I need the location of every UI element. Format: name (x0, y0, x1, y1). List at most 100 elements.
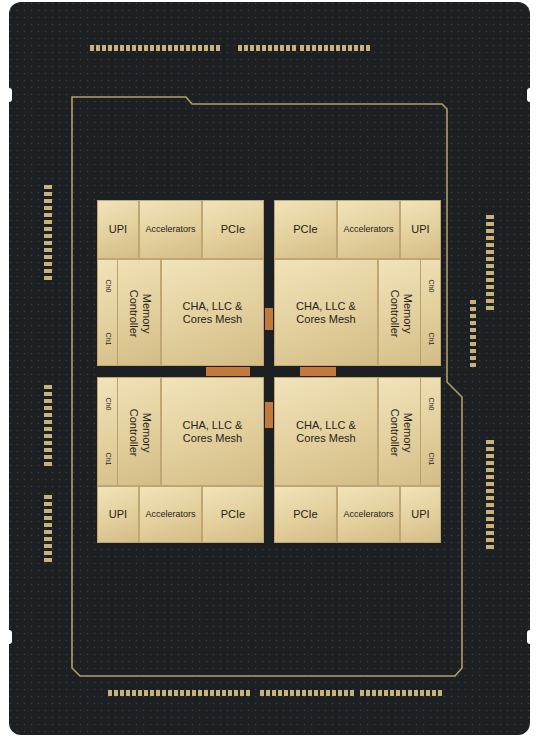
capacitor-pad (132, 690, 136, 696)
mesh-label: CHA, LLC & Cores Mesh (173, 419, 253, 444)
text-holder: UPI (101, 201, 135, 258)
capacitor-pad (144, 690, 148, 696)
capacitor-pad (486, 475, 494, 479)
block-label: UPI (109, 508, 127, 521)
capacitor-pad (222, 690, 226, 696)
capacitor-pad (234, 690, 238, 696)
capacitor-pad (44, 213, 52, 217)
text-holder: CHA, LLC & Cores Mesh (165, 260, 260, 365)
capacitor-pad (44, 413, 52, 417)
memory-controller-label: Memory Controller (388, 281, 413, 345)
text-holder: PCIe (206, 201, 260, 258)
compute-tile (97, 377, 264, 543)
capacitor-pad (470, 300, 476, 304)
capacitor-pad (44, 502, 52, 506)
capacitor-pad (274, 45, 278, 51)
capacitor-pad (470, 307, 476, 311)
text-holder: Accelerators (143, 487, 198, 542)
compute-tile (97, 200, 264, 366)
capacitor-pad (338, 690, 342, 696)
capacitor-pad (44, 509, 52, 513)
capacitor-pad (312, 45, 316, 51)
capacitor-pad (278, 690, 282, 696)
capacitor-pad (284, 690, 288, 696)
capacitor-pad (486, 229, 494, 233)
capacitor-pad (198, 45, 202, 51)
core-mesh-box: CHA, LLC & Cores Mesh (274, 377, 378, 486)
capacitor-pad (44, 234, 52, 238)
capacitor-pad (324, 45, 328, 51)
emib-bridge (265, 402, 273, 428)
capacitor-pad (192, 45, 196, 51)
capacitor-pad (390, 690, 394, 696)
channel-label: Ch1 (427, 324, 435, 354)
capacitor-pad (44, 185, 52, 189)
block-label: PCIe (221, 508, 245, 521)
capacitor-pad (378, 690, 382, 696)
capacitor-pad (44, 199, 52, 203)
capacitor-pad (44, 276, 52, 280)
mesh-label: CHA, LLC & Cores Mesh (286, 300, 366, 325)
channel-strip: Ch0Ch1 (420, 260, 440, 365)
capacitor-pad (192, 690, 196, 696)
capacitor-pad (44, 551, 52, 555)
capacitor-pad (138, 690, 142, 696)
capacitor-pad (44, 269, 52, 273)
package-notch (4, 630, 12, 644)
capacitor-pad (260, 690, 264, 696)
capacitor-pad (262, 45, 266, 51)
capacitor-pad (216, 45, 220, 51)
memory-controller-box: Ch0Ch1Memory Controller (378, 377, 441, 486)
die-area (95, 198, 443, 545)
capacitor-pad (120, 45, 124, 51)
io-block-box: UPI (97, 486, 139, 543)
substrate-texture (9, 2, 530, 735)
capacitor-pad (44, 241, 52, 245)
capacitor-pad (44, 262, 52, 266)
capacitor-pad (486, 468, 494, 472)
text-holder: Accelerators (143, 201, 198, 258)
block-label: UPI (109, 223, 127, 236)
capacitor-pad (470, 321, 476, 325)
capacitor-pad (44, 544, 52, 548)
capacitor-pad (486, 524, 494, 528)
capacitor-pad (244, 45, 248, 51)
capacitor-pad (486, 257, 494, 261)
capacitor-pad (150, 45, 154, 51)
capacitor-pad (44, 530, 52, 534)
capacitor-pad (486, 545, 494, 549)
capacitor-pad (302, 690, 306, 696)
capacitor-pad (44, 192, 52, 196)
capacitor-pad (44, 248, 52, 252)
capacitor-pad (256, 45, 260, 51)
capacitor-pad (296, 690, 300, 696)
channel-label: Ch1 (427, 444, 435, 474)
capacitor-pad (186, 45, 190, 51)
capacitor-pad (138, 45, 142, 51)
package-notch (527, 88, 535, 102)
capacitor-pad (318, 45, 322, 51)
io-block-box: PCIe (202, 200, 264, 259)
capacitor-pad (204, 690, 208, 696)
capacitor-pad (486, 264, 494, 268)
capacitor-pad (186, 690, 190, 696)
channel-label: Ch1 (104, 444, 112, 474)
channel-strip: Ch0Ch1 (98, 378, 118, 485)
capacitor-pad (90, 45, 94, 51)
capacitor-pad (420, 690, 424, 696)
emib-bridge (265, 308, 273, 330)
capacitor-pad (162, 45, 166, 51)
capacitor-pad (344, 690, 348, 696)
text-holder: CHA, LLC & Cores Mesh (278, 378, 374, 485)
emib-bridge (206, 367, 250, 376)
core-mesh-box: CHA, LLC & Cores Mesh (161, 259, 264, 366)
memory-controller-label: Memory Controller (127, 281, 152, 345)
capacitor-pad (486, 215, 494, 219)
capacitor-pad (342, 45, 346, 51)
capacitor-pad (486, 306, 494, 310)
channel-label: Ch1 (104, 324, 112, 354)
capacitor-pad (44, 448, 52, 452)
capacitor-pad (366, 690, 370, 696)
capacitor-pad (360, 45, 364, 51)
